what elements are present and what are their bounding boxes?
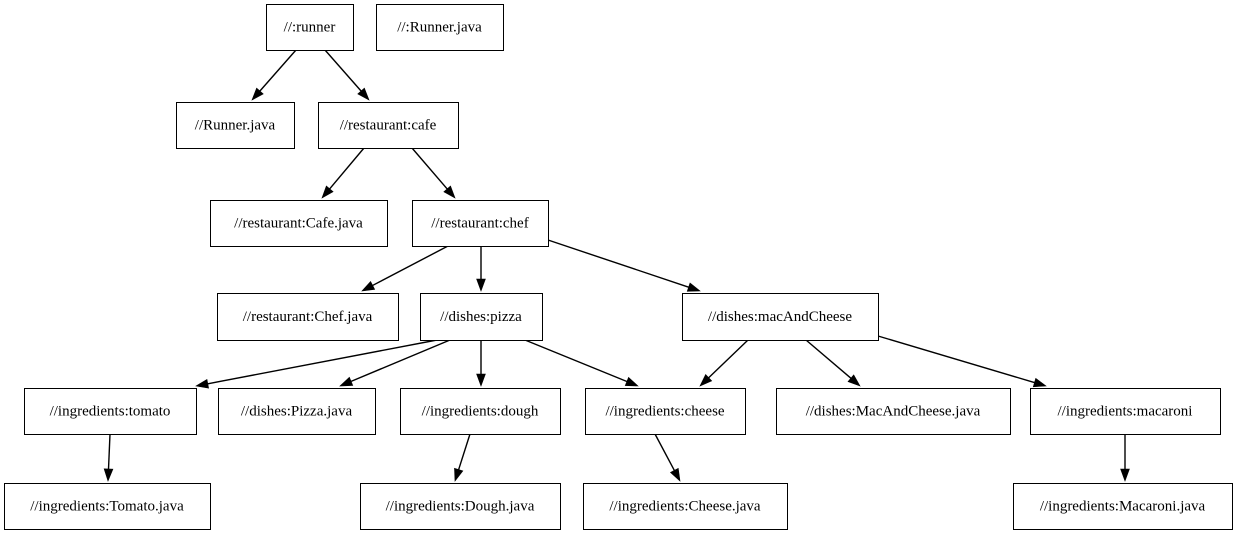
node-label: //restaurant:Chef.java xyxy=(243,309,373,325)
node-runner_target[interactable]: //:runner xyxy=(266,4,354,51)
edge-dishes_pizza-to-dishes_pizza_java xyxy=(339,339,451,387)
node-label: //dishes:pizza xyxy=(440,309,522,325)
node-label: //ingredients:dough xyxy=(422,403,539,419)
node-dishes_mac_java[interactable]: //dishes:MacAndCheese.java xyxy=(776,388,1011,435)
node-label: //:Runner.java xyxy=(397,19,482,35)
edge-restaurant_chef-to-restaurant_chef_java xyxy=(361,245,449,292)
node-ing_macaroni_java[interactable]: //ingredients:Macaroni.java xyxy=(1013,483,1233,530)
edge-ing_cheese-to-ing_cheese_java xyxy=(654,433,681,482)
edge-dishes_macandcheese-to-ing_macaroni xyxy=(877,335,1047,388)
edge-ing_macaroni-to-ing_macaroni_java xyxy=(1120,434,1130,482)
node-label: //ingredients:Tomato.java xyxy=(30,498,184,514)
node-label: //ingredients:Macaroni.java xyxy=(1040,498,1206,514)
node-runner_java_root[interactable]: //:Runner.java xyxy=(376,4,504,51)
node-ing_cheese_java[interactable]: //ingredients:Cheese.java xyxy=(583,483,788,530)
edge-ing_dough-to-ing_dough_java xyxy=(454,433,471,482)
node-label: //ingredients:macaroni xyxy=(1058,403,1193,419)
node-ing_tomato_java[interactable]: //ingredients:Tomato.java xyxy=(4,483,211,530)
edge-runner_target-to-runner_java xyxy=(251,49,297,101)
node-label: //Runner.java xyxy=(195,117,276,133)
edge-dishes_pizza-to-ing_dough xyxy=(476,340,486,387)
node-ing_cheese[interactable]: //ingredients:cheese xyxy=(585,388,746,435)
node-dishes_pizza[interactable]: //dishes:pizza xyxy=(420,293,543,341)
node-ing_tomato[interactable]: //ingredients:tomato xyxy=(24,388,197,435)
node-restaurant_chef_java[interactable]: //restaurant:Chef.java xyxy=(217,293,399,341)
node-restaurant_cafe_java[interactable]: //restaurant:Cafe.java xyxy=(210,200,388,247)
node-ing_macaroni[interactable]: //ingredients:macaroni xyxy=(1030,388,1221,435)
nodes-layer: //:runner //:Runner.java //Runner.java //re… xyxy=(4,4,1233,530)
node-label: //ingredients:cheese xyxy=(605,403,724,419)
node-label: //dishes:macAndCheese xyxy=(708,309,852,325)
edge-restaurant_cafe-to-restaurant_chef xyxy=(411,147,456,199)
node-label: //ingredients:Cheese.java xyxy=(609,498,761,514)
edges-layer xyxy=(103,49,1130,482)
node-ing_dough_java[interactable]: //ingredients:Dough.java xyxy=(360,483,561,530)
edge-ing_tomato-to-ing_tomato_java xyxy=(103,433,114,482)
edge-dishes_macandcheese-to-ing_cheese xyxy=(699,339,749,387)
edge-restaurant_chef-to-dishes_pizza xyxy=(476,246,486,292)
node-label: //ingredients:Dough.java xyxy=(386,498,535,514)
node-label: //dishes:Pizza.java xyxy=(241,403,353,419)
edge-dishes_macandcheese-to-dishes_mac_java xyxy=(805,339,861,387)
node-label: //dishes:MacAndCheese.java xyxy=(806,403,981,419)
node-restaurant_chef[interactable]: //restaurant:chef xyxy=(412,200,549,247)
node-label: //restaurant:cafe xyxy=(340,117,437,133)
node-restaurant_cafe[interactable]: //restaurant:cafe xyxy=(318,102,459,149)
node-dishes_pizza_java[interactable]: //dishes:Pizza.java xyxy=(218,388,376,435)
node-label: //restaurant:Cafe.java xyxy=(234,215,363,231)
edge-dishes_pizza-to-ing_tomato xyxy=(195,339,438,389)
node-label: //restaurant:chef xyxy=(431,215,528,231)
node-label: //:runner xyxy=(284,19,336,35)
node-ing_dough[interactable]: //ingredients:dough xyxy=(400,388,561,435)
node-dishes_macandcheese[interactable]: //dishes:macAndCheese xyxy=(682,293,879,341)
edge-restaurant_chef-to-dishes_macandcheese xyxy=(547,239,701,292)
node-runner_java[interactable]: //Runner.java xyxy=(176,102,295,149)
edge-restaurant_cafe-to-restaurant_cafe_java xyxy=(321,147,365,199)
edge-runner_target-to-restaurant_cafe xyxy=(324,49,370,101)
edge-dishes_pizza-to-ing_cheese xyxy=(524,339,639,387)
node-label: //ingredients:tomato xyxy=(50,403,171,419)
